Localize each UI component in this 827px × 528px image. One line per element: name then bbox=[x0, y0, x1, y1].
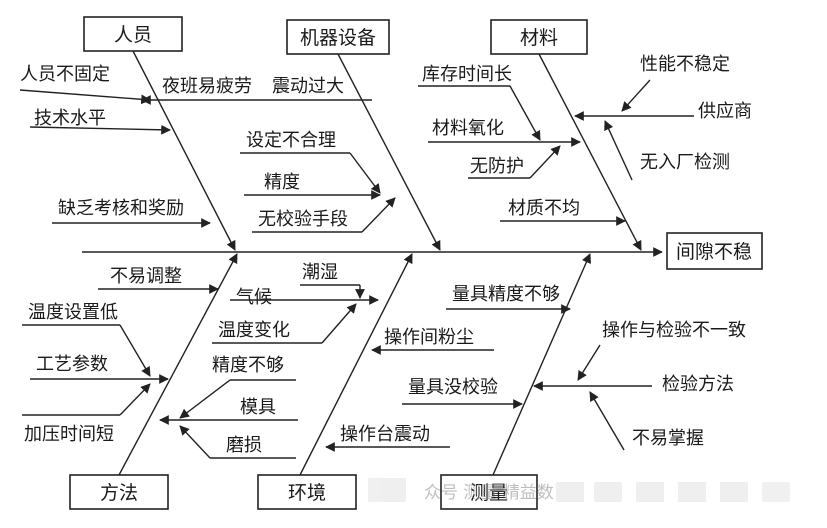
cause-method-6: 模具 bbox=[240, 397, 276, 418]
cause-arrow-measurement-3 bbox=[577, 344, 601, 381]
cause-environment-3: 温度变化 bbox=[218, 320, 290, 341]
cause-method-4: 加压时间短 bbox=[24, 424, 114, 445]
cause-environment-1: 潮湿 bbox=[302, 262, 338, 283]
category-box-method bbox=[69, 474, 169, 510]
cause-material-1: 库存时间长 bbox=[422, 64, 512, 85]
cause-people-3: 夜班易疲劳 bbox=[162, 76, 252, 97]
cause-arrow-people-1 bbox=[19, 89, 151, 105]
cause-equipment-1: 震动过大 bbox=[272, 76, 344, 97]
cause-material-3: 无防护 bbox=[470, 156, 524, 177]
cause-method-7: 磨损 bbox=[226, 435, 262, 456]
cause-arrow-method-5 bbox=[179, 379, 231, 419]
cause-equipment-4: 无校验手段 bbox=[258, 209, 348, 230]
cause-material-4: 材质不均 bbox=[508, 198, 580, 219]
cause-method-1: 不易调整 bbox=[110, 266, 182, 287]
cause-environment-4: 操作间粉尘 bbox=[384, 327, 474, 348]
bone-environment bbox=[299, 253, 413, 476]
cause-material-2: 材料氧化 bbox=[432, 118, 504, 139]
cause-measurement-4: 检验方法 bbox=[662, 374, 734, 395]
bone-measurement bbox=[492, 253, 591, 476]
cause-arrow-material-3 bbox=[529, 145, 561, 179]
effect-box bbox=[666, 232, 763, 270]
cause-people-1: 人员不固定 bbox=[20, 64, 110, 85]
cause-method-3: 工艺参数 bbox=[36, 354, 108, 375]
cause-measurement-5: 不易掌握 bbox=[632, 428, 704, 449]
cause-arrow-people-2 bbox=[29, 124, 171, 135]
cause-arrow-material-1 bbox=[509, 85, 541, 141]
category-box-environment bbox=[257, 474, 357, 510]
cause-arrow-measurement-5 bbox=[589, 391, 625, 451]
effect-label: 间隙不稳 bbox=[676, 241, 752, 263]
cause-arrow-method-2 bbox=[119, 324, 151, 377]
cause-arrow-equipment-4 bbox=[361, 197, 396, 233]
cause-equipment-3: 精度 bbox=[264, 172, 300, 193]
cause-environment-5: 操作台震动 bbox=[340, 424, 430, 445]
cause-measurement-2: 量具没校验 bbox=[408, 377, 498, 398]
cause-arrow-material-7 bbox=[604, 120, 633, 181]
cause-arrow-environment-3 bbox=[321, 303, 357, 344]
category-label-people: 人员 bbox=[114, 24, 152, 46]
category-box-equipment bbox=[286, 19, 390, 55]
watermark-text: 众号 测量 精益数 bbox=[424, 483, 554, 503]
cause-measurement-3: 操作与检验不一致 bbox=[602, 320, 746, 341]
category-label-environment: 环境 bbox=[288, 482, 326, 504]
cause-arrow-method-4 bbox=[119, 383, 151, 416]
cause-measurement-1: 量具精度不够 bbox=[452, 284, 560, 305]
cause-environment-2: 气候 bbox=[236, 287, 272, 308]
category-label-method: 方法 bbox=[100, 482, 138, 504]
category-label-material: 材料 bbox=[520, 27, 558, 49]
bone-people bbox=[132, 50, 236, 251]
category-label-measurement: 测量 bbox=[470, 482, 508, 504]
cause-material-6: 供应商 bbox=[698, 101, 752, 122]
cause-method-5: 精度不够 bbox=[212, 355, 284, 376]
cause-arrow-method-7 bbox=[179, 425, 211, 459]
category-box-people bbox=[83, 16, 183, 52]
watermark: 众号 测量 精益数 bbox=[368, 478, 790, 503]
cause-arrow-material-5 bbox=[621, 79, 651, 112]
cause-method-2: 温度设置低 bbox=[28, 302, 118, 323]
bone-equipment bbox=[337, 53, 441, 251]
category-label-equipment: 机器设备 bbox=[300, 27, 376, 49]
cause-equipment-2: 设定不合理 bbox=[246, 130, 336, 151]
cause-material-7: 无入厂检测 bbox=[640, 152, 730, 173]
cause-arrow-equipment-2 bbox=[349, 152, 381, 194]
cause-people-2: 技术水平 bbox=[34, 108, 106, 129]
cause-material-5: 性能不稳定 bbox=[640, 54, 730, 75]
cause-people-4: 缺乏考核和奖励 bbox=[58, 198, 184, 219]
category-box-measurement bbox=[440, 474, 538, 510]
